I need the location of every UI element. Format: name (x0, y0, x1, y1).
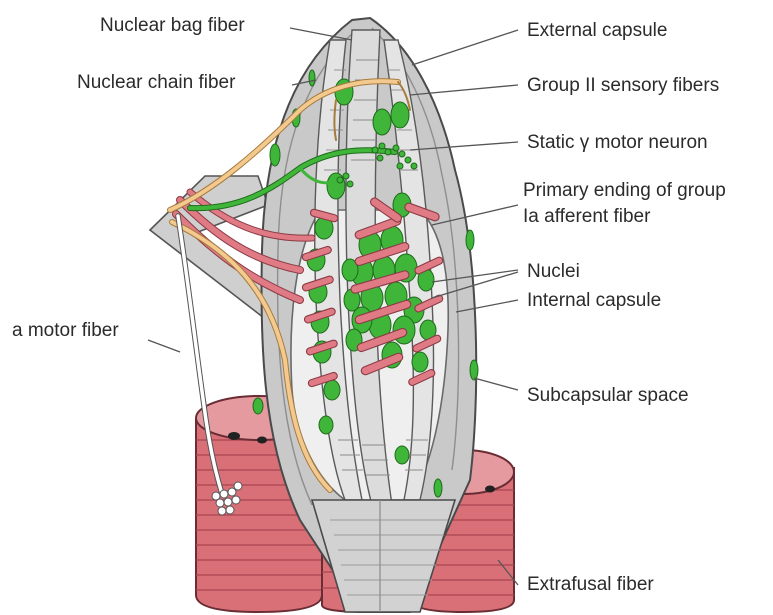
label-primary-ending-2: Ia afferent fiber (523, 206, 651, 227)
label-subcapsular-space: Subcapsular space (527, 385, 689, 406)
label-nuclear-bag-fiber: Nuclear bag fiber (100, 15, 245, 36)
label-static-gamma: Static γ motor neuron (527, 132, 708, 153)
label-nuclear-chain-fiber: Nuclear chain fiber (77, 72, 236, 93)
label-extrafusal-fiber: Extrafusal fiber (527, 574, 654, 595)
label-a-motor-fiber: a motor fiber (12, 320, 119, 341)
label-internal-capsule: Internal capsule (527, 290, 661, 311)
label-nuclei: Nuclei (527, 261, 580, 282)
label-external-capsule: External capsule (527, 20, 667, 41)
label-primary-ending-1: Primary ending of group (523, 180, 726, 201)
label-group-ii-sensory: Group II sensory fibers (527, 75, 719, 96)
